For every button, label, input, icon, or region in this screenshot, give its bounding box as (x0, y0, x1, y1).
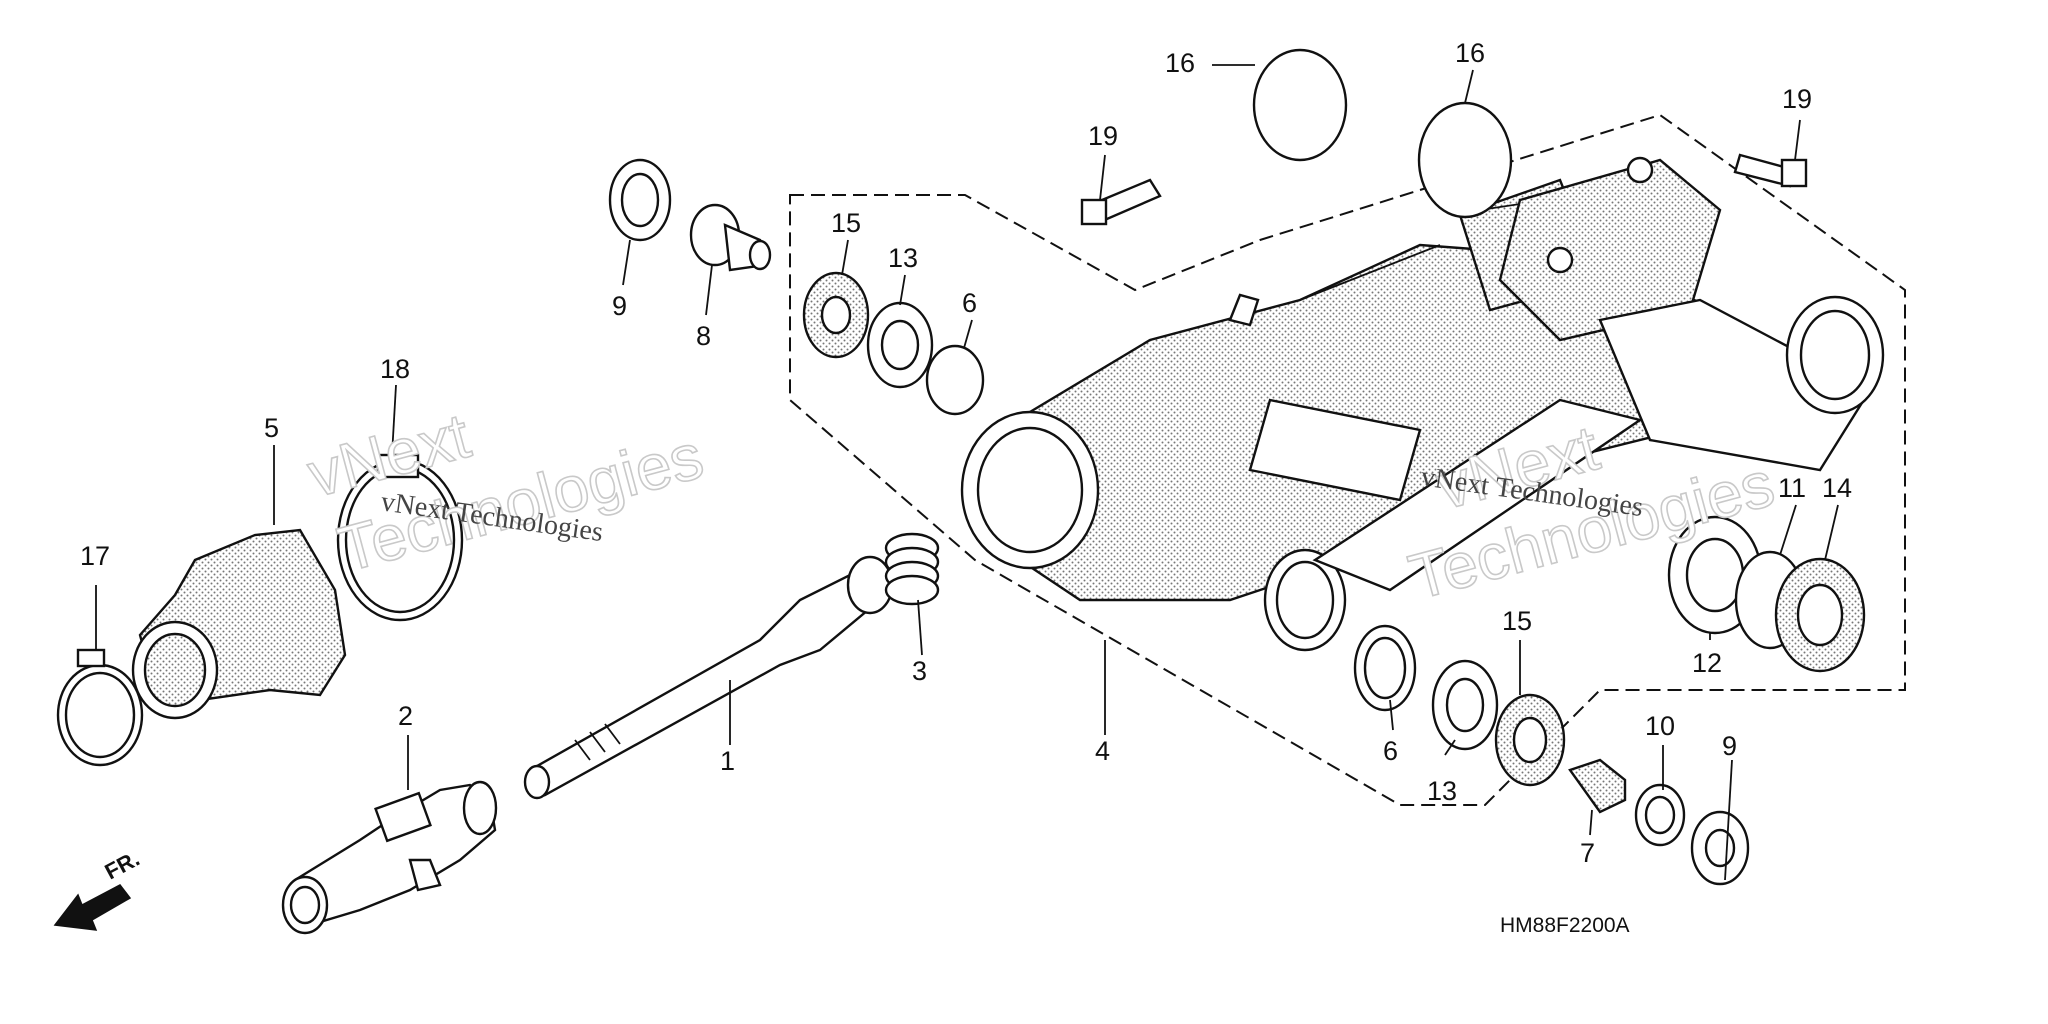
front-label: FR. (101, 846, 144, 885)
small-clamp (56, 648, 144, 767)
o-ring-right (1417, 101, 1513, 219)
o-ring-left (1252, 48, 1348, 162)
callout-3: 3 (912, 656, 927, 686)
callout-2: 2 (398, 701, 413, 731)
lock-nut-lower (1690, 810, 1750, 886)
seal-upper (802, 271, 870, 359)
callout-14: 14 (1822, 473, 1852, 503)
callout-5: 5 (264, 413, 279, 443)
boot (131, 528, 347, 720)
callout-13b: 13 (888, 243, 918, 273)
callout-19b: 19 (1782, 84, 1812, 114)
front-arrow-icon: FR. (53, 846, 144, 931)
bolt-right (1733, 153, 1808, 188)
callout-7: 7 (1580, 838, 1595, 868)
callout-6b: 6 (962, 288, 977, 318)
callout-15b: 15 (831, 208, 861, 238)
universal-joint (281, 780, 498, 935)
spring (884, 532, 940, 606)
watermark-left: vNext Technologies (300, 398, 711, 586)
callout-13a: 13 (1427, 776, 1457, 806)
callout-6a: 6 (1383, 736, 1398, 766)
lock-nut-top (608, 158, 672, 242)
drawing-code: HM88F2200A (1500, 914, 1630, 937)
callout-19a: 19 (1088, 121, 1118, 151)
drive-shaft (523, 555, 894, 800)
cap-upper (925, 344, 985, 416)
cap-lower (1353, 624, 1417, 712)
collar (1634, 783, 1686, 847)
cap-bolt (689, 203, 772, 272)
swingarm (960, 156, 1885, 652)
callout-18: 18 (380, 354, 410, 384)
callout-11: 11 (1778, 473, 1806, 503)
callout-10: 10 (1645, 711, 1675, 741)
callout-12: 12 (1692, 648, 1722, 678)
oil-seal-right (1774, 557, 1866, 673)
callout-17: 17 (80, 541, 110, 571)
callout-1: 1 (720, 746, 735, 776)
small-boot (1568, 758, 1627, 814)
callout-15a: 15 (1502, 606, 1532, 636)
bearing-upper (866, 301, 934, 389)
callout-16a: 16 (1165, 48, 1195, 78)
callout-4: 4 (1095, 736, 1110, 766)
assembly-outline (789, 113, 1906, 806)
callout-9a: 9 (612, 291, 627, 321)
callout-8: 8 (696, 321, 711, 351)
callout-9b: 9 (1722, 731, 1737, 761)
bearing-lower (1431, 659, 1499, 751)
callout-16b: 16 (1455, 38, 1485, 68)
seal-lower (1494, 693, 1566, 787)
large-clamp (336, 453, 464, 622)
bolt-left (1080, 178, 1162, 226)
leader-lines (95, 64, 1839, 881)
